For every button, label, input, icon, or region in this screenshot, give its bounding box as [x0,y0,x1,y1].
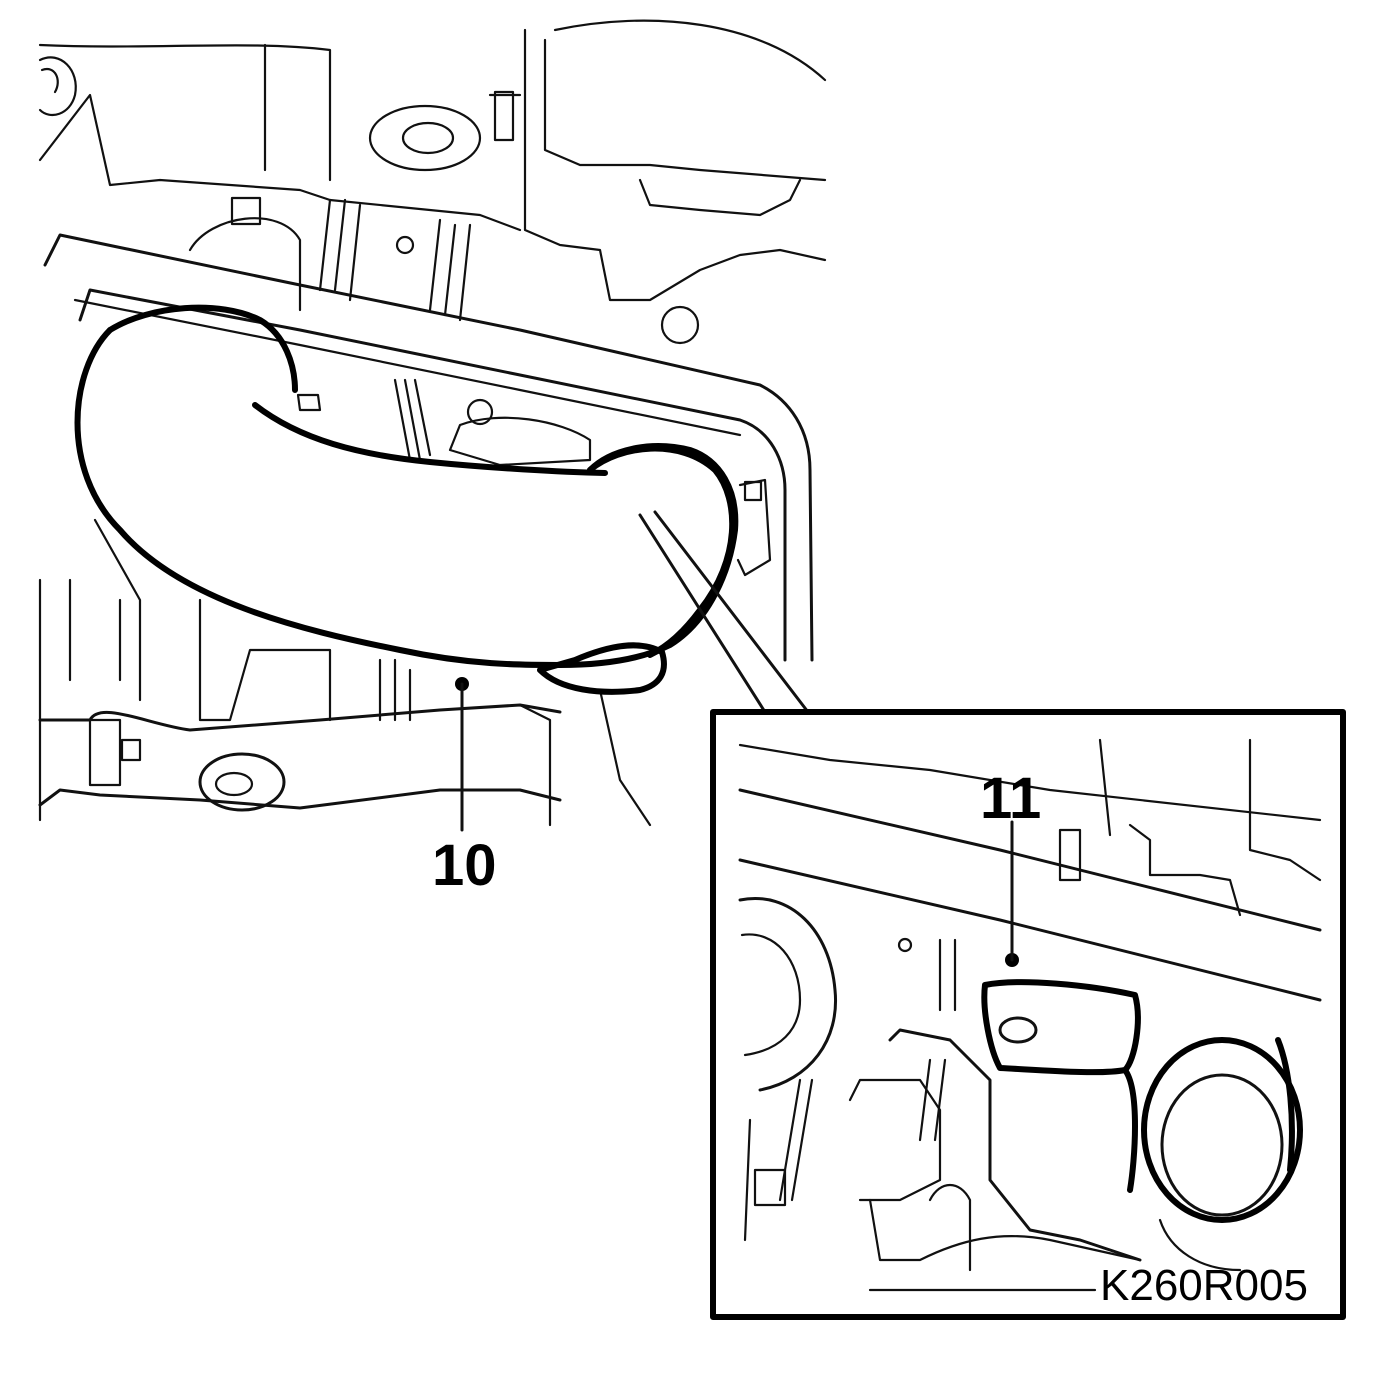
lower-frame [38,518,142,822]
detail-central-body [888,1028,1142,1262]
detail-clip [753,1168,787,1207]
lower-comb [378,658,412,722]
lower-frame-2 [198,598,332,722]
clamp-bracket [736,478,772,577]
detail-slot [928,1184,972,1272]
label-10: 10 [432,677,497,898]
upper-body-panel-edge [38,43,332,182]
belt-ribs [318,198,472,322]
hose-top-bracket [448,416,592,467]
callout-10: 10 [432,833,497,898]
clamp-screw [743,480,763,502]
lower-link-arm-bottom [38,788,562,810]
bolt-top [493,90,515,142]
upper-bracket-3 [553,19,827,82]
detail-bracket-top [1128,823,1242,917]
detail-inset [710,709,1346,1320]
label-11: 11 [980,766,1041,967]
upper-body-panel [38,93,522,232]
detail-belt-ribs [918,938,957,1142]
detail-frame [710,709,1346,1320]
hole-right [660,305,700,345]
oval-plug-outer [368,104,482,172]
main-engine-view [38,19,827,827]
cross-member-lower [78,288,787,662]
detail-cross-lower [738,858,1322,1002]
link-bracket [88,718,122,787]
bushing-inner [214,771,254,797]
bushing-outer [198,752,286,812]
detail-hose-connector-stem [1158,1218,1242,1272]
belt-ribs-2 [393,378,432,462]
detail-lower-body [868,1198,1142,1262]
cylinder-back [188,217,302,312]
lower-link-arm [38,703,562,732]
detail-leader [638,510,810,714]
detail-top-lines [738,743,1322,822]
detail-left-cylinder [738,897,838,1092]
retaining-bracket [981,979,1141,1076]
link-end [518,688,652,827]
detail-small-hole [897,937,913,953]
detail-hose-connector-inner [1160,1073,1284,1217]
detail-top-lines-2 [1098,738,1322,882]
detail-central-body-2 [848,1078,942,1202]
bolt-post [296,393,322,412]
detail-bolt [1058,828,1082,882]
upper-bracket-2 [543,38,827,182]
link-tab [120,738,142,762]
detail-cross-upper [738,788,1322,932]
detail-belt-ribs-2 [743,1078,814,1242]
detail-hose-connector-outer [1141,1037,1303,1223]
round-fitting-inner [40,67,59,94]
figure-code: K260R005 [1100,1261,1308,1310]
intake-hose [74,327,739,668]
cross-member-upper [43,233,814,662]
small-hole [395,235,415,255]
cylinder-cap [230,196,262,226]
round-fitting [38,56,77,117]
upper-bracket [523,28,827,302]
detail-hose-connector-rim [1275,1037,1295,1173]
callout-11: 11 [980,766,1041,831]
tray [638,178,802,217]
intake-hose-connector-end [587,445,736,658]
intake-hose-flange [537,642,667,695]
hose-top-bolt [466,398,494,426]
intake-hose-crease [252,402,608,476]
retaining-bracket-arm [1122,1067,1138,1193]
intake-hose-upper-edge [107,304,298,393]
oval-plug-inner [401,121,455,155]
cross-member-inner [73,298,742,437]
retaining-bracket-hole [998,1016,1038,1044]
detail-left-cylinder-inner [740,933,802,1057]
